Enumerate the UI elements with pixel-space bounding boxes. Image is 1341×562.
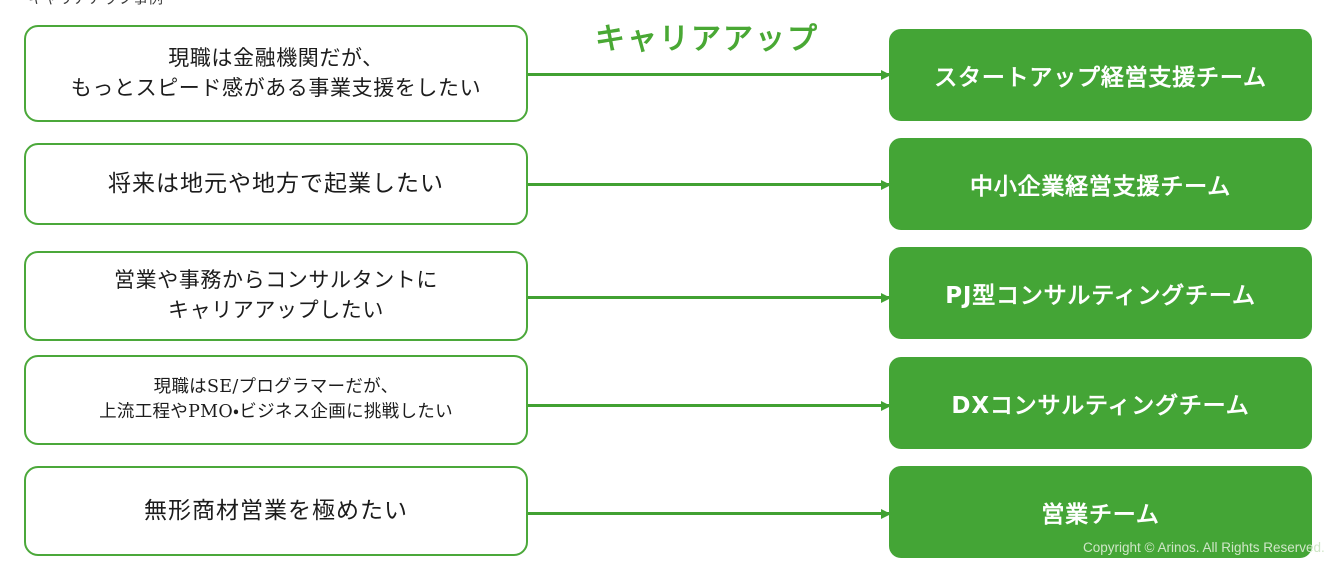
team-box-label: 営業チーム xyxy=(1041,502,1160,528)
cropped-title-sliver: キャリアアップ事例 xyxy=(28,0,548,5)
need-box-text: 現職はSE/プログラマーだが、上流工程やPMO・ビジネス企画に挑戦したい xyxy=(99,375,453,425)
copyright-notice: Copyright © Arinos. All Rights Reserved. xyxy=(1083,540,1325,555)
arrow-right-icon-1 xyxy=(528,73,889,76)
need-box-4: 現職はSE/プログラマーだが、上流工程やPMO・ビジネス企画に挑戦したい xyxy=(24,355,528,445)
page-title-career-up: キャリアアップ xyxy=(595,22,819,57)
need-line: 無形商材営業を極めたい xyxy=(144,497,408,524)
need-box-text: 無形商材営業を極めたい xyxy=(144,495,408,528)
arrow-right-icon-2 xyxy=(528,183,889,186)
need-line: キャリアアップしたい xyxy=(168,298,384,322)
need-box-5: 無形商材営業を極めたい xyxy=(24,466,528,556)
team-box-label: PJ型コンサルティングチーム xyxy=(945,283,1256,309)
team-box-5[interactable]: 営業チーム xyxy=(889,466,1312,558)
arrow-right-icon-4 xyxy=(528,404,889,407)
arrow-right-icon-5 xyxy=(528,512,889,515)
need-line: 上流工程やPMO・ビジネス企画に挑戦したい xyxy=(99,402,453,422)
team-box-4[interactable]: DXコンサルティングチーム xyxy=(889,357,1312,449)
need-line: 将来は地元や地方で起業したい xyxy=(108,170,444,197)
team-box-label: 中小企業経営支援チーム xyxy=(969,174,1232,200)
team-box-label: スタートアップ経営支援チーム xyxy=(934,65,1267,91)
need-box-2: 将来は地元や地方で起業したい xyxy=(24,143,528,225)
team-box-2[interactable]: 中小企業経営支援チーム xyxy=(889,138,1312,230)
need-line: 営業や事務からコンサルタントに xyxy=(114,268,438,293)
need-box-text: 将来は地元や地方で起業したい xyxy=(108,168,444,201)
arrow-right-icon-3 xyxy=(528,296,889,299)
need-line: もっとスピード感がある事業支援をしたい xyxy=(70,75,482,100)
need-line: 現職は金融機関だが、 xyxy=(168,45,384,70)
team-box-label: DXコンサルティングチーム xyxy=(951,393,1250,419)
team-box-3[interactable]: PJ型コンサルティングチーム xyxy=(889,247,1312,339)
team-box-1[interactable]: スタートアップ経営支援チーム xyxy=(889,29,1312,121)
need-line: 現職はSE/プログラマーだが、 xyxy=(153,377,399,398)
need-box-text: 現職は金融機関だが、もっとスピード感がある事業支援をしたい xyxy=(71,44,481,104)
need-box-text: 営業や事務からコンサルタントにキャリアアップしたい xyxy=(114,266,438,326)
need-box-1: 現職は金融機関だが、もっとスピード感がある事業支援をしたい xyxy=(24,25,528,122)
need-box-3: 営業や事務からコンサルタントにキャリアアップしたい xyxy=(24,251,528,341)
